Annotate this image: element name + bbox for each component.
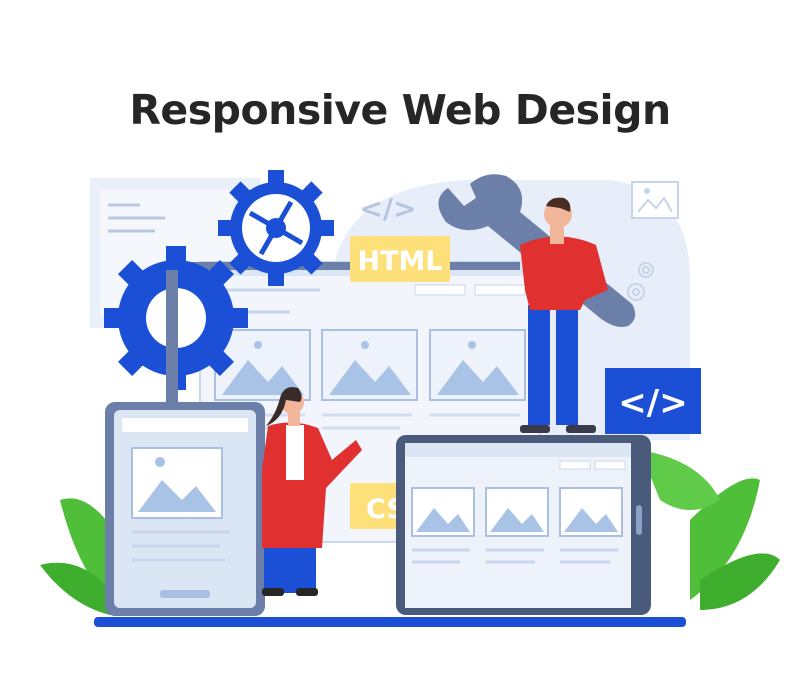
- woman-figure: [262, 387, 362, 596]
- gear-icon: [218, 170, 334, 286]
- html-badge: HTML: [350, 236, 450, 282]
- code-tag-box: </>: [618, 383, 687, 423]
- phone-device: [105, 402, 265, 616]
- tablet-device: [396, 435, 651, 615]
- page-title: Responsive Web Design: [129, 86, 671, 134]
- ground-bar: [94, 617, 686, 627]
- man-figure: [520, 197, 608, 433]
- small-gear-icon: [627, 262, 654, 301]
- html-label: HTML: [357, 246, 442, 277]
- image-placeholder-icon: [631, 181, 679, 219]
- code-tag-small: </>: [359, 192, 416, 225]
- code-icon: </>: [605, 368, 701, 434]
- plant-right: [640, 450, 780, 610]
